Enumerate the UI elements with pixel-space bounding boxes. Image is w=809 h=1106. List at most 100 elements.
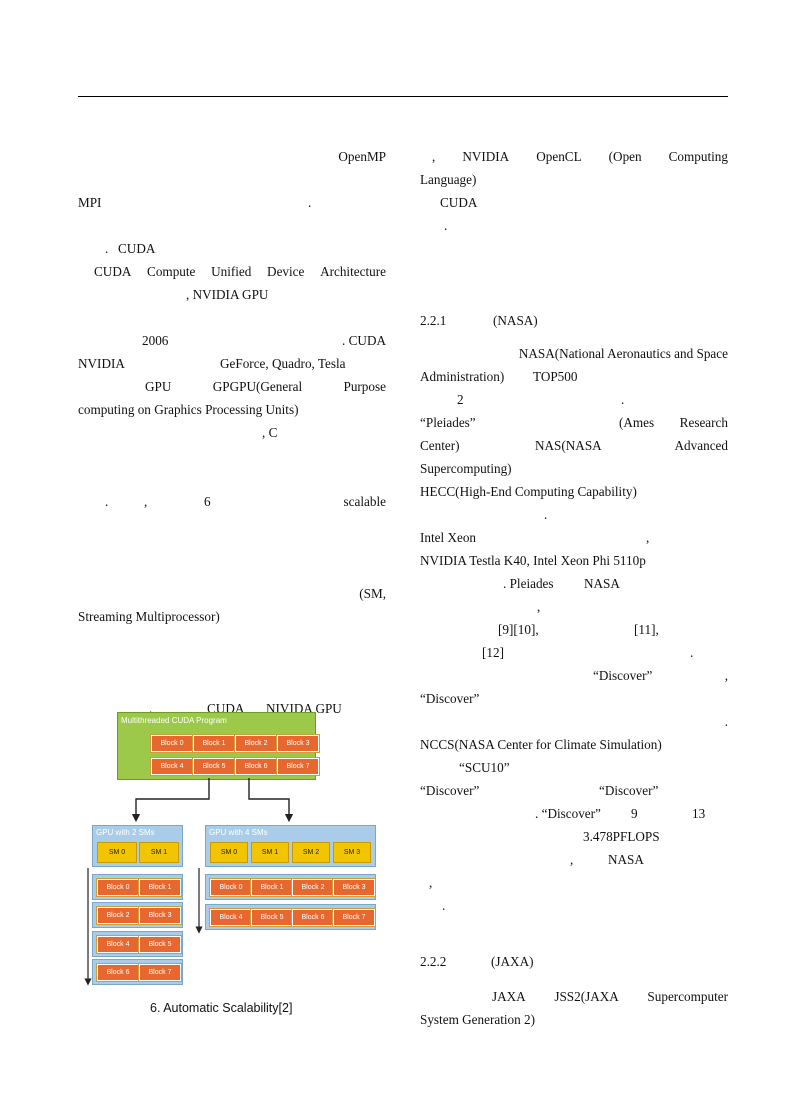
- text: JSS2(JAXA: [554, 989, 619, 1004]
- block: Block 1: [251, 879, 293, 896]
- multithreaded-program-box: Multithreaded CUDA Program Block 0 Block…: [117, 712, 319, 780]
- text: ,: [144, 494, 148, 509]
- text: . Pleiades: [503, 576, 554, 591]
- text-line: Administration) TOP500: [420, 365, 728, 388]
- text-line: .: [420, 894, 728, 917]
- text-line: NCCS(NASA Center for Climate Simulation): [420, 733, 728, 756]
- text-line: HECC(High-End Computing Capability): [420, 480, 728, 503]
- block: Block 4: [210, 909, 252, 926]
- text: NVIDIA: [462, 149, 510, 164]
- text-line: Center) NAS(NASA Advanced: [420, 434, 728, 457]
- text-line: GPU GPGPU(General Purpose: [78, 375, 386, 398]
- text: Computing: [668, 149, 728, 164]
- text: Device: [267, 264, 305, 279]
- block: Block 2: [292, 879, 334, 896]
- text: ,: [724, 668, 728, 683]
- text: CUDA: [118, 241, 156, 256]
- text: NAS(NASA: [535, 438, 602, 453]
- text: Supercomputing): [420, 461, 512, 476]
- text: HECC(High-End Computing Capability): [420, 484, 637, 499]
- block: Block 7: [333, 909, 375, 926]
- text-line: MPI .: [78, 191, 386, 214]
- text: .: [724, 714, 728, 729]
- text: (SM,: [359, 586, 386, 601]
- block: Block 5: [139, 936, 181, 953]
- text: (Ames: [619, 415, 655, 430]
- text: JAXA: [492, 989, 526, 1004]
- text: Language): [420, 172, 477, 187]
- text-line: 3.478PFLOPS: [420, 825, 728, 848]
- text-line: .: [420, 710, 728, 733]
- text: GPU: [145, 379, 172, 394]
- text: “Pleiades”: [420, 415, 476, 430]
- sm-unit: SM 0: [210, 842, 248, 863]
- text-line: “Discover” ,: [420, 664, 728, 687]
- text: 13: [692, 806, 706, 821]
- text-line: Supercomputing): [420, 457, 728, 480]
- text-line: “Discover”: [420, 687, 728, 710]
- text-line: [9][10], [11],: [420, 618, 728, 641]
- text: scalable: [343, 494, 386, 509]
- program-title: Multithreaded CUDA Program: [121, 716, 227, 725]
- text-line: NVIDIA GeForce, Quadro, Tesla: [78, 352, 386, 375]
- block: Block 1: [139, 879, 181, 896]
- text-line: . , 6 scalable: [78, 490, 386, 513]
- text: NASA: [584, 576, 620, 591]
- text: (JAXA): [491, 954, 534, 969]
- block: Block 0: [151, 735, 193, 752]
- header-rule: [78, 96, 728, 97]
- block: Block 1: [193, 735, 235, 752]
- text: . CUDA: [342, 333, 386, 348]
- text: . “Discover”: [535, 806, 601, 821]
- block: Block 2: [235, 735, 277, 752]
- text-line: CUDA: [420, 191, 728, 214]
- right-column: , NVIDIA OpenCL (Open Computing Language…: [420, 145, 728, 1031]
- sm-unit: SM 2: [292, 842, 330, 863]
- text-line: (SM,: [78, 582, 386, 605]
- text: System Generation 2): [420, 1012, 535, 1027]
- text-line: . “Discover” 9 13: [420, 802, 728, 825]
- text: “Discover”: [420, 783, 480, 798]
- text: (Open: [608, 149, 642, 164]
- text: Streaming Multiprocessor): [78, 609, 220, 624]
- text-line: , C: [78, 421, 386, 444]
- sm-unit: SM 3: [333, 842, 371, 863]
- gpu-2sm-panel: GPU with 2 SMs SM 0 SM 1: [92, 825, 183, 867]
- block: Block 3: [277, 735, 319, 752]
- text-line: , NVIDIA GPU: [78, 283, 386, 306]
- arrow-right: [248, 778, 294, 823]
- left-column: OpenMP MPI . . CUDA CUDA Compute Unified…: [78, 145, 386, 720]
- text: NVIDIA: [78, 356, 125, 371]
- block: Block 4: [97, 936, 139, 953]
- text: ,: [432, 149, 436, 164]
- text-line: CUDA Compute Unified Device Architecture: [78, 260, 386, 283]
- text-line: 2 .: [420, 388, 728, 411]
- gpu-2sm-title: GPU with 2 SMs: [96, 828, 155, 837]
- sm-unit: SM 1: [251, 842, 289, 863]
- text-line: 2006 . CUDA: [78, 329, 386, 352]
- subsection-heading: 2.2.2 (JAXA): [420, 950, 728, 973]
- text-line: Intel Xeon ,: [420, 526, 728, 549]
- text: OpenMP: [338, 149, 386, 164]
- text: .: [105, 494, 109, 509]
- block: Block 5: [193, 758, 235, 775]
- text-line: .: [420, 503, 728, 526]
- text: 6: [204, 494, 211, 509]
- text: (NASA): [493, 313, 538, 328]
- text-line: , NASA: [420, 848, 728, 871]
- text: .: [444, 218, 448, 233]
- text: GPGPU(General: [212, 379, 303, 394]
- text: Architecture: [320, 264, 386, 279]
- block: Block 3: [333, 879, 375, 896]
- block: Block 3: [139, 907, 181, 924]
- text: GeForce, Quadro, Tesla: [220, 356, 346, 371]
- text-line: System Generation 2): [420, 1008, 728, 1031]
- text: .: [621, 392, 625, 407]
- block: Block 7: [277, 758, 319, 775]
- text: , C: [262, 425, 278, 440]
- text: 2.2.1: [420, 313, 447, 328]
- block: Block 7: [139, 964, 181, 981]
- arrows: [84, 778, 294, 986]
- figure-caption: 6. Automatic Scalability[2]: [150, 1001, 293, 1015]
- text-line: JAXA JSS2(JAXA Supercomputer: [420, 985, 728, 1008]
